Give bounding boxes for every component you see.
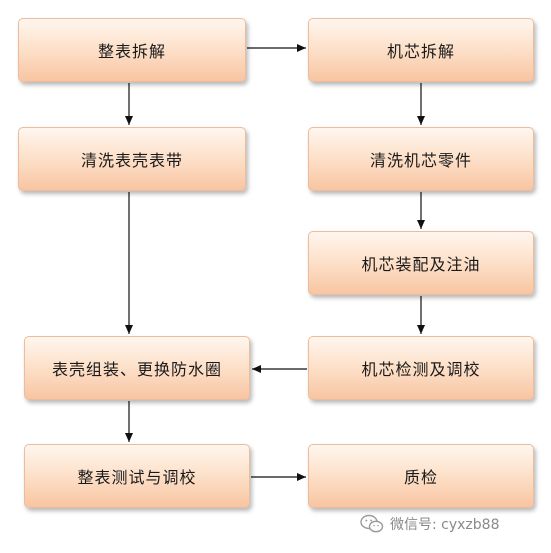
step-label: 清洗机芯零件 [369,151,472,170]
watermark-text: 微信号: cyxzb88 [390,517,500,533]
step-label: 机芯检测及调校 [361,360,481,379]
step-movement-test-adjust: 机芯检测及调校 [308,336,534,400]
step-clean-movement-parts: 清洗机芯零件 [308,127,534,191]
step-label: 表壳组装、更换防水圈 [51,360,222,379]
step-watch-test-adjust: 整表测试与调校 [24,444,250,508]
step-label: 机芯拆解 [386,42,455,61]
step-movement-assembly-oiling: 机芯装配及注油 [308,231,534,295]
step-quality-check: 质检 [308,444,534,508]
step-label: 整表测试与调校 [77,468,197,487]
step-case-assembly-gasket: 表壳组装、更换防水圈 [24,336,250,400]
step-watch-disassembly: 整表拆解 [18,18,246,82]
watermark: 微信号: cyxzb88 [360,512,499,536]
step-label: 机芯装配及注油 [361,255,481,274]
step-label: 整表拆解 [97,42,166,61]
wechat-icon [360,514,384,533]
step-label: 质检 [403,468,438,487]
step-movement-disassembly: 机芯拆解 [308,18,534,82]
step-clean-case-strap: 清洗表壳表带 [18,127,246,191]
step-label: 清洗表壳表带 [80,151,183,170]
